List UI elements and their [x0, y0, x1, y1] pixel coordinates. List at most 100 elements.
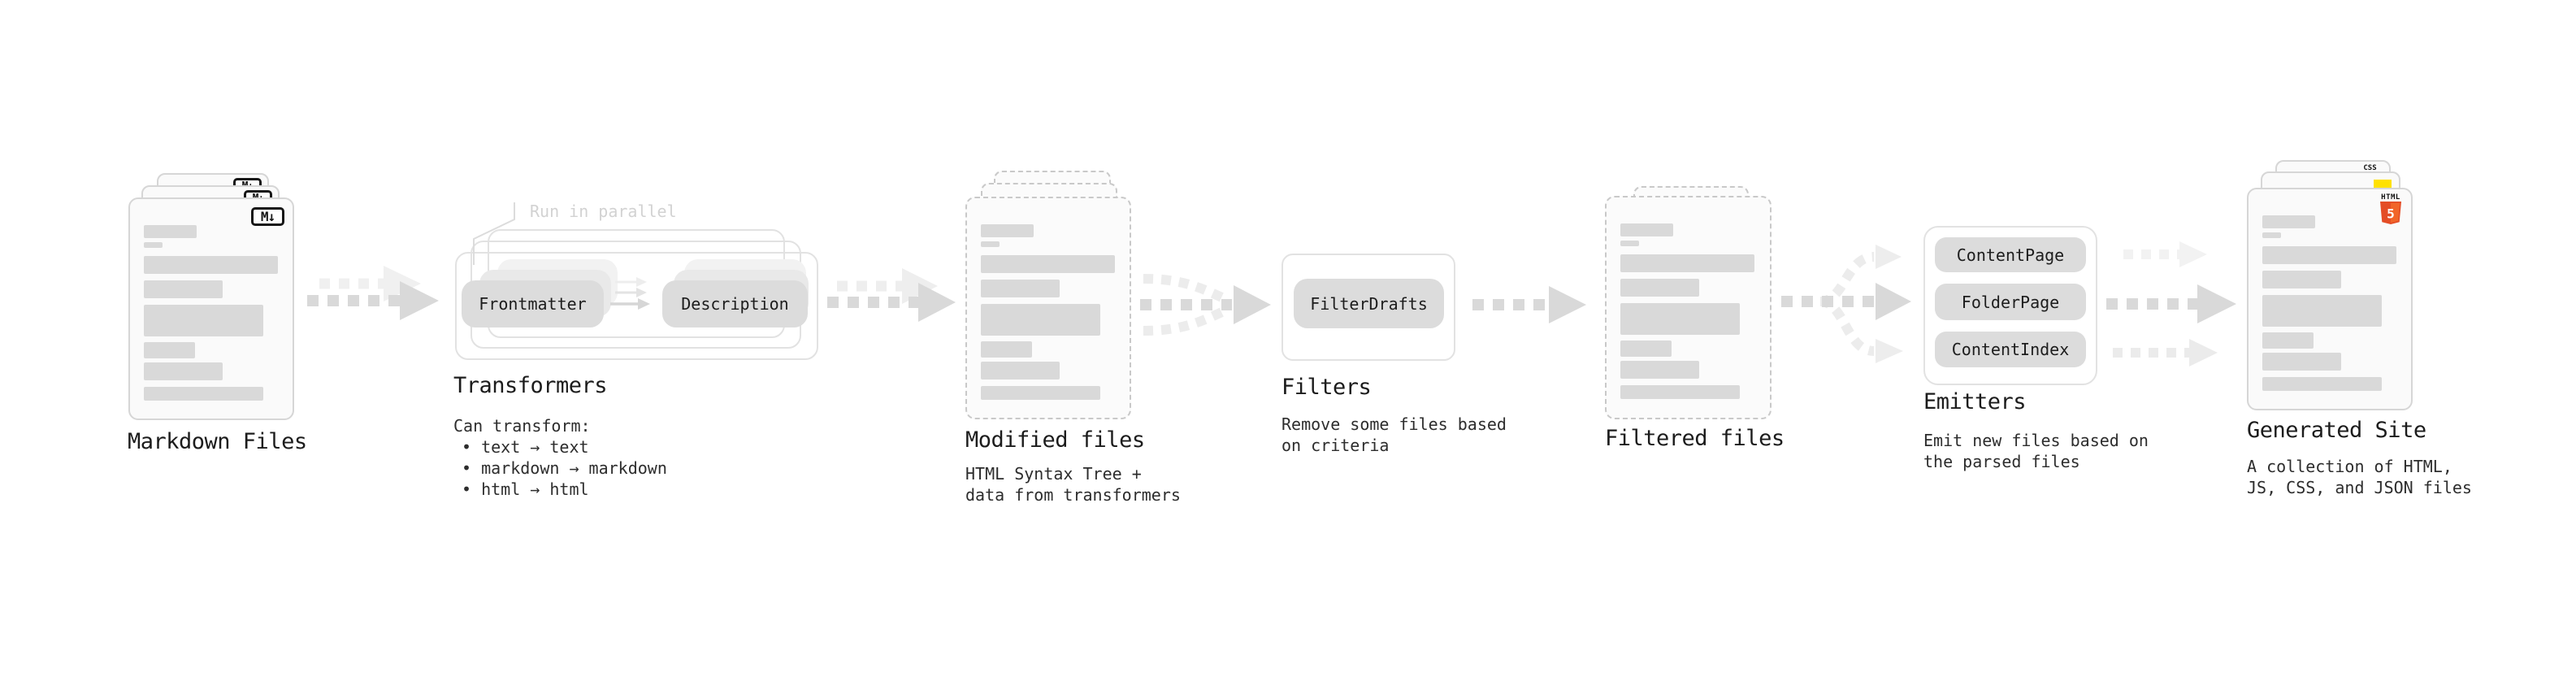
- description-line: • markdown → markdown: [462, 458, 667, 478]
- filters-label: Filters: [1281, 375, 1372, 400]
- placeholder-bar: [144, 256, 278, 274]
- placeholder-bar: [1620, 223, 1673, 236]
- placeholder-bar: [981, 224, 1034, 237]
- placeholder-bar: [981, 241, 1000, 247]
- arrowhead: [2189, 339, 2218, 367]
- emitters-box: [1923, 226, 2097, 385]
- site-file-card: HTML 5: [2247, 188, 2413, 410]
- placeholder-bar: [2262, 332, 2314, 349]
- run-in-parallel-note: Run in parallel: [530, 202, 677, 221]
- transformers-description: Can transform: • text → text • markdown …: [453, 415, 667, 500]
- generated-site-label: Generated Site: [2247, 418, 2426, 443]
- modified-file-card: [965, 197, 1131, 419]
- merge-curve-top: [1143, 274, 1229, 305]
- placeholder-bar: [2262, 377, 2382, 391]
- modified-files-description: HTML Syntax Tree + data from transformer…: [965, 463, 1181, 505]
- merge-curve-bottom: [1143, 305, 1229, 336]
- placeholder-bar: [981, 280, 1060, 297]
- fanout-curve-top: [1819, 252, 1875, 306]
- arrow-markdown-to-transformers: [307, 266, 439, 320]
- description-line: Remove some files based: [1281, 414, 1507, 434]
- description-line: Emit new files based on: [1923, 431, 2149, 450]
- placeholder-bar: [144, 225, 197, 238]
- placeholder-bar: [1620, 241, 1639, 246]
- folderpage-pill: FolderPage: [1935, 284, 2086, 320]
- description-line: JS, CSS, and JSON files: [2247, 478, 2472, 497]
- arrowhead: [384, 266, 421, 301]
- arrow-filtered-to-emitters-fanout: [1781, 245, 1911, 363]
- placeholder-bar: [981, 304, 1100, 336]
- description-line: HTML Syntax Tree +: [965, 464, 1142, 484]
- arrowhead: [1876, 245, 1902, 269]
- filtered-file-card: [1605, 196, 1772, 419]
- arrow-filters-to-filtered: [1472, 286, 1586, 323]
- placeholder-bar: [144, 342, 195, 358]
- filters-box: [1281, 254, 1455, 361]
- placeholder-bar: [1620, 303, 1740, 335]
- frontmatter-pill: Frontmatter: [462, 280, 604, 327]
- placeholder-bar: [2262, 295, 2382, 327]
- html5-badge-number: 5: [2387, 206, 2395, 222]
- arrows-emitters-to-site: [2106, 241, 2236, 367]
- modified-files-label: Modified files: [965, 427, 1145, 453]
- placeholder-bar: [144, 280, 223, 298]
- placeholder-bar: [144, 362, 223, 380]
- arrow-transformers-to-modified: [827, 268, 956, 322]
- placeholder-bar: [2262, 271, 2341, 288]
- html5-shield: 5: [2380, 202, 2401, 224]
- placeholder-bar: [2262, 353, 2341, 371]
- placeholder-bar: [2262, 232, 2281, 238]
- markdown-icon: M↓: [251, 207, 284, 226]
- filters-description: Remove some files based on criteria: [1281, 414, 1507, 456]
- placeholder-bar: [981, 255, 1115, 273]
- arrowhead: [400, 281, 439, 320]
- placeholder-bar: [1620, 361, 1699, 379]
- description-pill: Description: [662, 280, 808, 327]
- placeholder-bar: [981, 362, 1060, 380]
- transformer-box-front: [455, 252, 818, 360]
- filtered-files-label: Filtered files: [1605, 426, 1785, 451]
- js-file-icon: [2374, 180, 2392, 189]
- html5-shield-right: [2391, 202, 2400, 223]
- contentindex-pill: ContentIndex: [1935, 332, 2086, 367]
- arrowhead: [1234, 285, 1271, 324]
- description-line: • html → html: [462, 479, 589, 499]
- description-line: on criteria: [1281, 436, 1390, 455]
- placeholder-bar: [981, 386, 1100, 400]
- emitters-label: Emitters: [1923, 389, 2027, 414]
- placeholder-bar: [144, 305, 263, 336]
- placeholder-bar: [1620, 340, 1672, 357]
- placeholder-bar: [2262, 246, 2396, 264]
- filterdrafts-pill: FilterDrafts: [1294, 279, 1444, 328]
- arrowhead: [902, 268, 938, 304]
- arrowhead: [1549, 286, 1586, 323]
- markdown-files-label: Markdown Files: [128, 429, 307, 454]
- description-line: Can transform:: [453, 416, 591, 436]
- fanout-curve-bottom: [1819, 297, 1875, 356]
- description-line: data from transformers: [965, 485, 1181, 505]
- contentpage-pill: ContentPage: [1935, 237, 2086, 272]
- description-line: • text → text: [462, 437, 589, 457]
- arrowhead: [2197, 284, 2236, 323]
- arrowhead: [1876, 283, 1911, 320]
- description-line: A collection of HTML,: [2247, 457, 2452, 476]
- arrow-modified-to-filters-merge: [1140, 274, 1271, 336]
- placeholder-bar: [981, 341, 1032, 358]
- placeholder-bar: [1620, 254, 1754, 272]
- placeholder-bar: [144, 242, 163, 248]
- generated-site-description: A collection of HTML, JS, CSS, and JSON …: [2247, 456, 2472, 498]
- transformers-label: Transformers: [453, 373, 608, 398]
- description-line: the parsed files: [1923, 452, 2080, 471]
- css-badge-text: CSS: [2363, 164, 2377, 172]
- html5-icon: HTML 5: [2380, 193, 2401, 228]
- emitters-description: Emit new files based on the parsed files: [1923, 430, 2149, 472]
- arrowhead: [918, 283, 956, 322]
- placeholder-bar: [1620, 279, 1699, 297]
- placeholder-bar: [144, 387, 263, 401]
- arrowhead: [2179, 241, 2207, 267]
- html5-badge-text: HTML: [2381, 193, 2400, 202]
- placeholder-bar: [1620, 385, 1740, 399]
- markdown-file-card: M↓: [128, 197, 294, 420]
- placeholder-bar: [2262, 215, 2315, 228]
